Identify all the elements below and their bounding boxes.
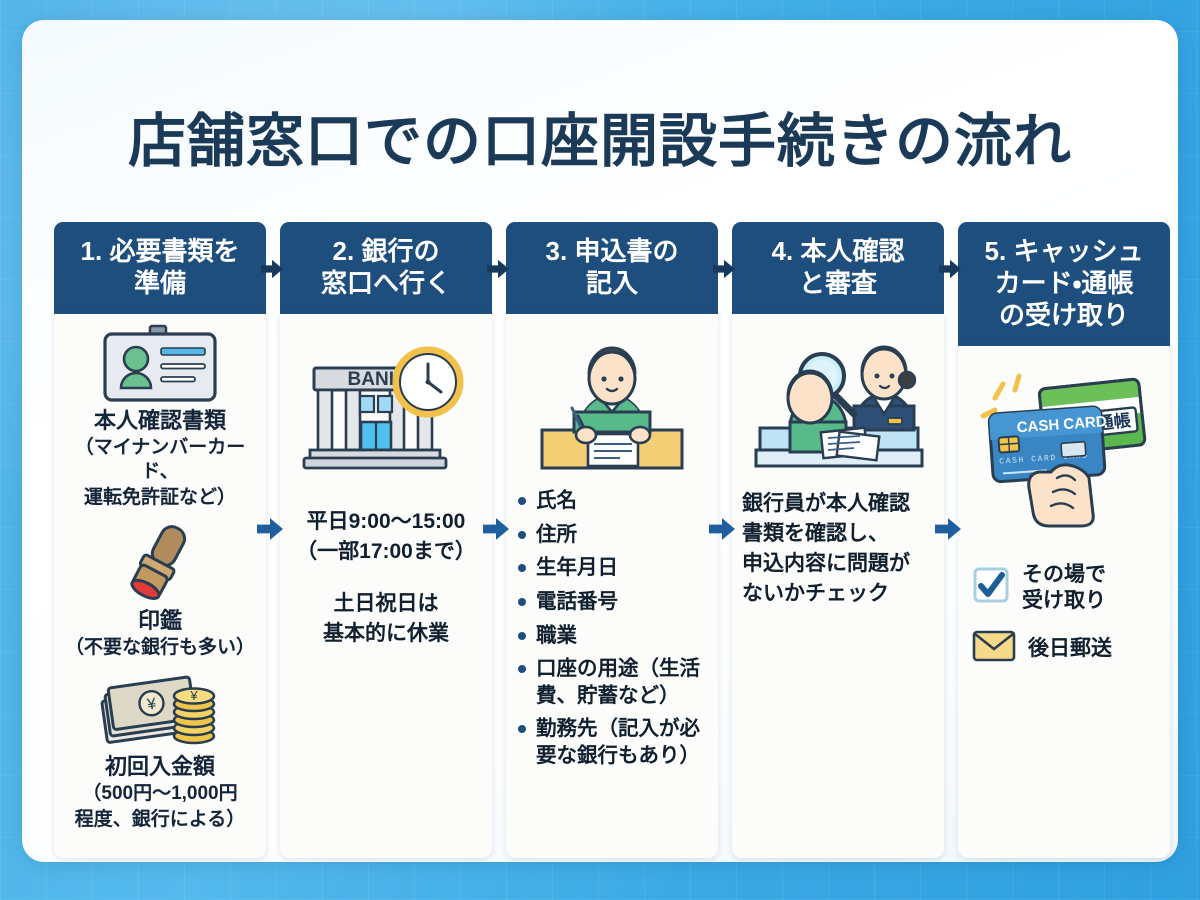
field-item-2: 生年月日 [516, 555, 708, 582]
arrow-head-3-to-4 [713, 258, 735, 280]
step-1-header: 1. 必要書類を 準備 [54, 222, 266, 314]
step-1-header-line2: 準備 [133, 268, 186, 298]
teller-review-icon [750, 332, 926, 472]
bank-sign-text: BANK [348, 369, 403, 390]
step-2-holiday-line1: 土日祝日は [333, 592, 439, 616]
application-fields-list: 氏名 住所 生年月日 電話番号 職業 口座の用途（生活費、貯蓄など） 勤務先（記… [516, 488, 708, 777]
option-in-person-line1: その場で [1022, 563, 1106, 586]
arrow-head-2-to-3 [487, 258, 509, 280]
step-4-text-line3: 申込内容に問題が [742, 552, 910, 576]
doc-id-sub-line2: 運転免許証など） [83, 486, 236, 508]
receive-option-in-person: その場で 受け取り [968, 562, 1106, 613]
checkbox-checked-icon [972, 566, 1010, 609]
doc-stamp-caption: 印鑑 [137, 607, 182, 633]
required-doc-id: 本人確認書類 （マイナンバーカード、 運転免許証など） [64, 324, 256, 510]
step-2-body: BANK [280, 314, 492, 858]
svg-text:¥: ¥ [189, 688, 198, 703]
field-item-3: 電話番号 [516, 589, 708, 616]
step-3-body: 氏名 住所 生年月日 電話番号 職業 口座の用途（生活費、貯蓄など） 勤務先（記… [506, 314, 718, 858]
money-icon: ¥ ¥ [98, 670, 222, 750]
stamp-icon [112, 520, 208, 604]
step-2-header-line1: 2. 銀行の [332, 235, 440, 266]
arrow-body-3-to-4 [709, 516, 735, 542]
arrow-head-4-to-5 [939, 258, 961, 280]
id-card-icon [101, 324, 219, 404]
cash-card-passbook-icon: 通帳 CASH CARD CASH CARD CARD [973, 368, 1155, 528]
step-column-1: 1. 必要書類を 準備 [54, 222, 283, 858]
envelope-icon [972, 629, 1016, 668]
option-in-person-line2: 受け取り [1022, 588, 1106, 612]
step-3-header-line1: 3. 申込書の [545, 235, 679, 266]
step-1-header-line1: 1. 必要書類を [80, 235, 240, 266]
step-5-header-line3: の受け取り [998, 300, 1129, 331]
doc-id-sub-line1: （マイナンバーカード、 [74, 437, 246, 483]
steps-row: 1. 必要書類を 準備 [48, 222, 1170, 858]
step-4-header-line2: と審査 [798, 268, 877, 298]
svg-text:¥: ¥ [145, 695, 157, 713]
step-column-2: 2. 銀行の 窓口へ行く BANK [280, 222, 509, 858]
option-mail-label: 後日郵送 [1028, 636, 1112, 660]
cash-card-label-text: CASH CARD [1016, 413, 1107, 436]
field-item-1: 住所 [516, 522, 708, 549]
arrow-body-4-to-5 [935, 516, 961, 542]
field-item-0: 氏名 [516, 488, 708, 515]
step-2-header: 2. 銀行の 窓口へ行く [280, 222, 492, 314]
field-item-4: 職業 [516, 623, 708, 650]
step-1-body: 本人確認書類 （マイナンバーカード、 運転免許証など） [54, 314, 266, 858]
step-2-hours-line1: 平日9:00〜15:00 [306, 510, 466, 533]
arrow-head-1-to-2 [261, 258, 283, 280]
step-2-holiday-line2: 基本的に休業 [323, 622, 449, 646]
step-3-header: 3. 申込書の 記入 [506, 222, 718, 314]
step-column-3: 3. 申込書の 記入 [506, 222, 735, 858]
infographic-panel: 店舗窓口での口座開設手続きの流れ 1. 必要書類を 準備 [22, 20, 1178, 862]
receive-option-mail: 後日郵送 [968, 629, 1112, 668]
step-4-text-line1: 銀行員が本人確認 [742, 492, 910, 515]
step-4-text-line2: 書類を確認し、 [742, 522, 889, 546]
step-5-body: 通帳 CASH CARD CASH CARD CARD [958, 346, 1170, 858]
step-4-text-line4: ないかチェック [742, 582, 889, 606]
arrow-body-2-to-3 [483, 516, 509, 542]
required-doc-money: ¥ ¥ [75, 670, 245, 832]
arrow-body-1-to-2 [257, 516, 283, 542]
step-2-hours-line2: （一部17:00まで） [296, 540, 476, 564]
field-item-6: 勤務先（記入が必要な銀行もあり） [516, 716, 708, 769]
doc-money-sub-line1: （500円〜1,000円 [82, 783, 238, 805]
step-2-header-line2: 窓口へ行く [320, 268, 451, 298]
bank-building-icon: BANK [300, 344, 472, 476]
step-5-header: 5. キャッシュ カード・通帳 の受け取り [958, 222, 1170, 346]
step-column-4: 4. 本人確認 と審査 [732, 222, 961, 858]
page-title: 店舗窓口での口座開設手続きの流れ [127, 109, 1072, 174]
step-column-5: 5. キャッシュ カード・通帳 の受け取り [958, 222, 1170, 858]
step-4-body: 銀行員が本人確認 書類を確認し、 申込内容に問題が ないかチェック [732, 314, 944, 858]
step-4-header-line1: 4. 本人確認 [771, 235, 905, 266]
passbook-label-text: 通帳 [1096, 410, 1133, 434]
doc-money-sub-line2: 程度、銀行による） [74, 808, 246, 830]
step-3-header-line2: 記入 [585, 268, 638, 298]
step-5-header-line1: 5. キャッシュ [984, 235, 1144, 266]
step-4-header: 4. 本人確認 と審査 [732, 222, 944, 314]
required-doc-stamp: 印鑑 （不要な銀行も多い） [65, 520, 255, 660]
doc-stamp-sub-line1: （不要な銀行も多い） [64, 637, 255, 659]
doc-money-caption: 初回入金額 [104, 753, 215, 779]
person-writing-form-icon [528, 334, 696, 470]
step-5-header-line2: カード・通帳 [994, 267, 1134, 298]
doc-id-caption: 本人確認書類 [93, 408, 226, 433]
field-item-5: 口座の用途（生活費、貯蓄など） [516, 656, 708, 709]
